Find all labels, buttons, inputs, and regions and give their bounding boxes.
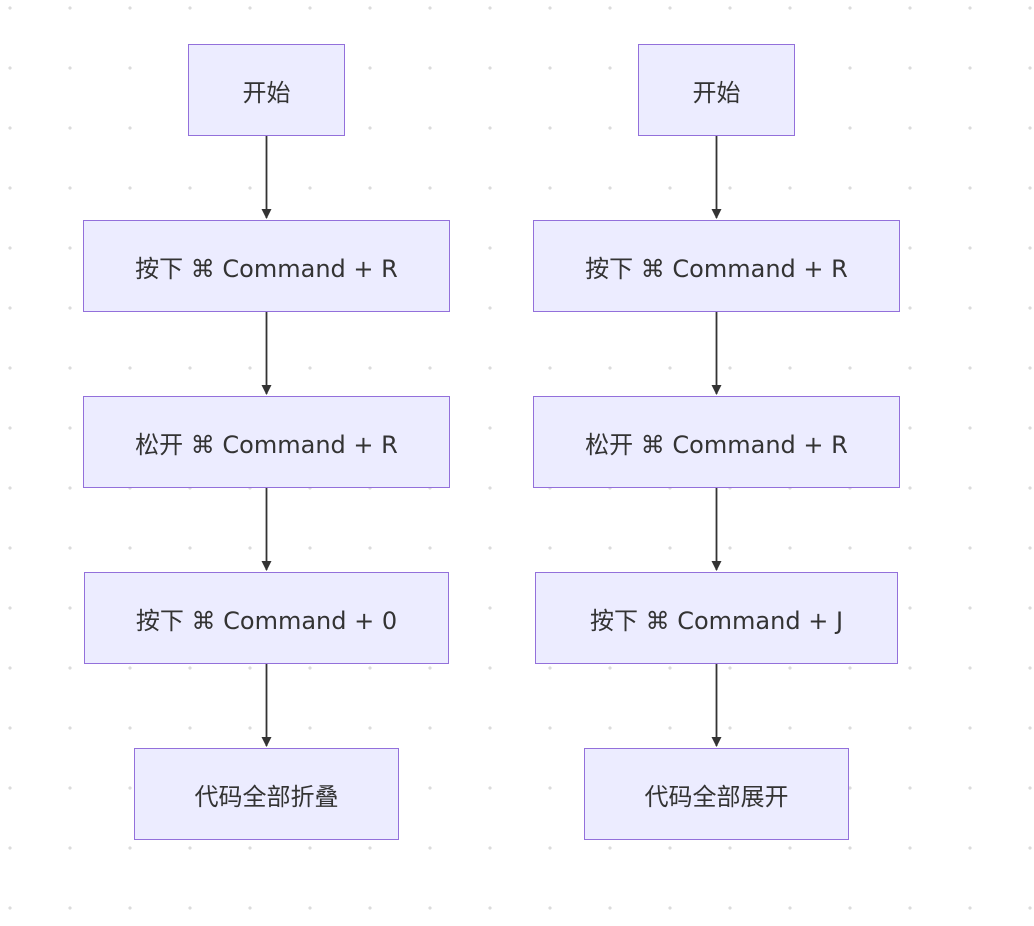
node-press-command-0: 按下 ⌘ Command + 0 <box>84 572 449 664</box>
node-press-command-r: 按下 ⌘ Command + R <box>533 220 900 312</box>
node-unfold-all-code: 代码全部展开 <box>584 748 849 840</box>
node-start: 开始 <box>188 44 345 136</box>
node-fold-all-code: 代码全部折叠 <box>134 748 399 840</box>
node-release-command-r: 松开 ⌘ Command + R <box>83 396 450 488</box>
node-press-command-j: 按下 ⌘ Command + J <box>535 572 898 664</box>
node-start: 开始 <box>638 44 795 136</box>
node-press-command-r: 按下 ⌘ Command + R <box>83 220 450 312</box>
node-release-command-r: 松开 ⌘ Command + R <box>533 396 900 488</box>
